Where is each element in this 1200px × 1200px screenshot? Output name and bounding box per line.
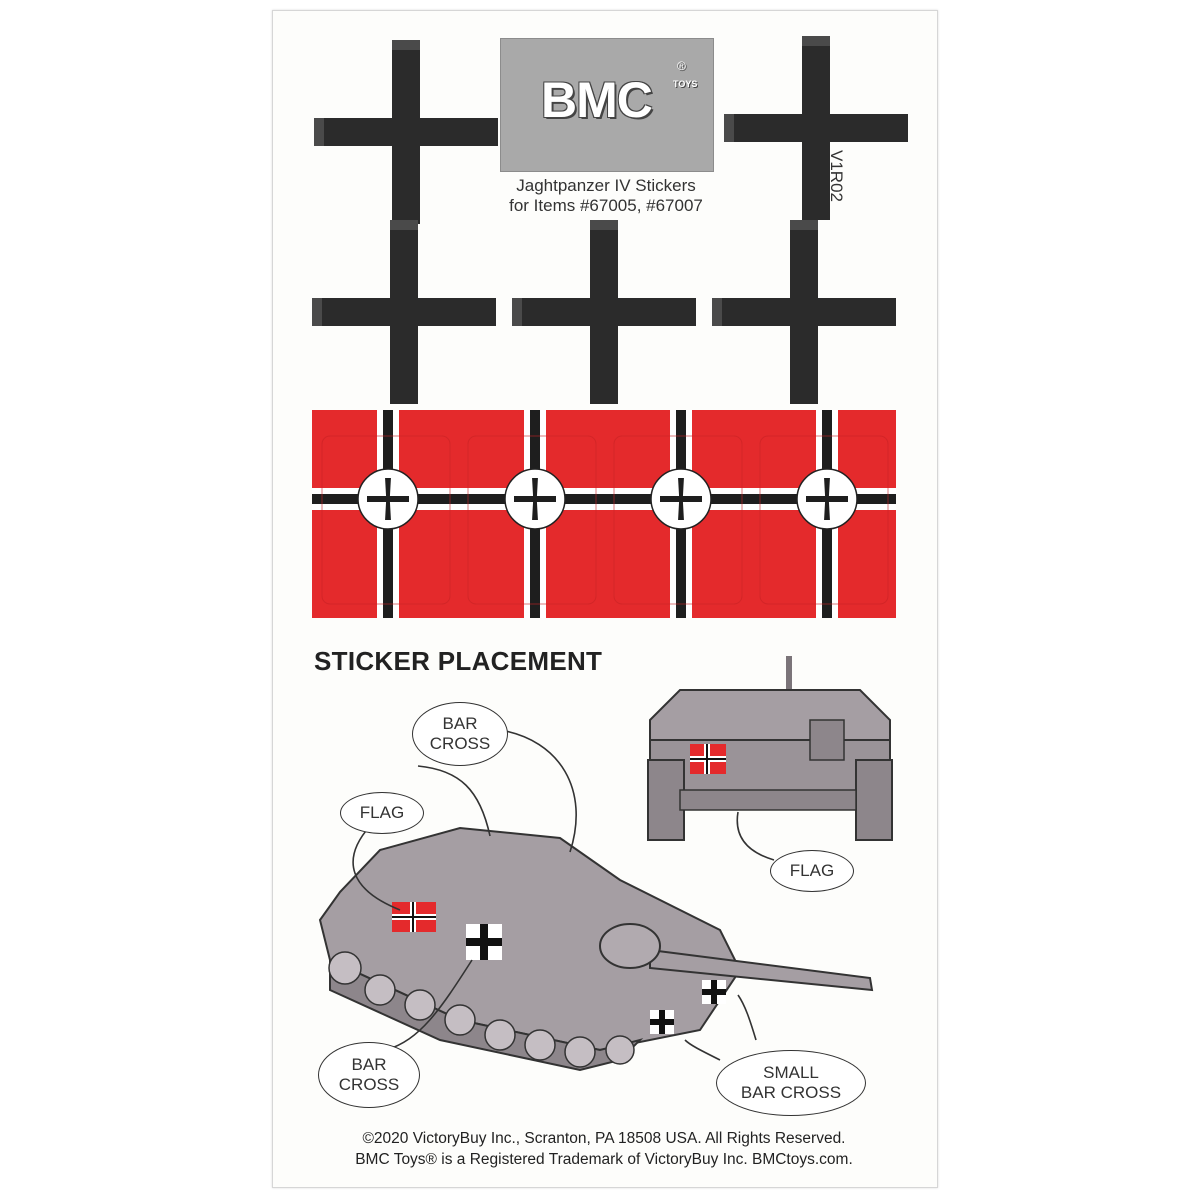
version-code: V1R02 bbox=[827, 150, 846, 202]
flag-sticker bbox=[357, 410, 419, 618]
brand-logo-text: BMC bbox=[541, 72, 653, 128]
side-flag-decal bbox=[392, 902, 436, 932]
callout-line: SMALL bbox=[763, 1063, 819, 1082]
brand-logo: BMC ® TOYS bbox=[500, 38, 714, 172]
callout-flag-right: FLAG bbox=[770, 850, 854, 892]
callout-line: BAR CROSS bbox=[740, 1083, 842, 1102]
bar-cross-sticker bbox=[512, 220, 696, 404]
small-cross-decal bbox=[702, 980, 726, 1004]
flag-sticker bbox=[650, 410, 712, 618]
placement-heading: STICKER PLACEMENT bbox=[314, 646, 603, 676]
sheet-title: Jaghtpanzer IV Stickers for Items #67005… bbox=[490, 176, 722, 216]
callout-line: FLAG bbox=[789, 861, 835, 880]
footer-copyright: ©2020 VictoryBuy Inc., Scranton, PA 1850… bbox=[362, 1130, 846, 1147]
footer: ©2020 VictoryBuy Inc., Scranton, PA 1850… bbox=[272, 1128, 936, 1170]
sheet-title-line1: Jaghtpanzer IV Stickers bbox=[516, 176, 696, 195]
bar-cross-sticker bbox=[712, 220, 896, 404]
small-cross-decal bbox=[650, 1010, 674, 1034]
bar-cross-sticker bbox=[312, 220, 496, 404]
callout-line: FLAG bbox=[359, 803, 405, 822]
side-cross-decal bbox=[466, 924, 502, 960]
brand-logo-sub: TOYS bbox=[673, 79, 698, 89]
rear-flag-decal bbox=[690, 744, 726, 774]
callout-line: CROSS bbox=[338, 1075, 400, 1094]
flag-sticker-strip bbox=[312, 410, 896, 618]
tank-rear-view bbox=[647, 656, 893, 841]
sheet-title-line2: for Items #67005, #67007 bbox=[509, 196, 703, 215]
flag-sticker bbox=[504, 410, 566, 618]
bar-cross-sticker bbox=[724, 36, 908, 220]
leader-lines bbox=[352, 729, 775, 1061]
footer-trademark: BMC Toys® is a Registered Trademark of V… bbox=[355, 1151, 853, 1168]
callout-line: CROSS bbox=[429, 734, 491, 753]
bar-cross-sticker bbox=[314, 40, 498, 224]
callout-flag-left: FLAG bbox=[340, 792, 424, 834]
registered-mark: ® bbox=[677, 59, 686, 73]
callout-line: BAR bbox=[351, 1055, 387, 1074]
callout-line: BAR bbox=[442, 714, 478, 733]
flag-sticker bbox=[796, 410, 858, 618]
tank-side-view bbox=[318, 826, 874, 1072]
